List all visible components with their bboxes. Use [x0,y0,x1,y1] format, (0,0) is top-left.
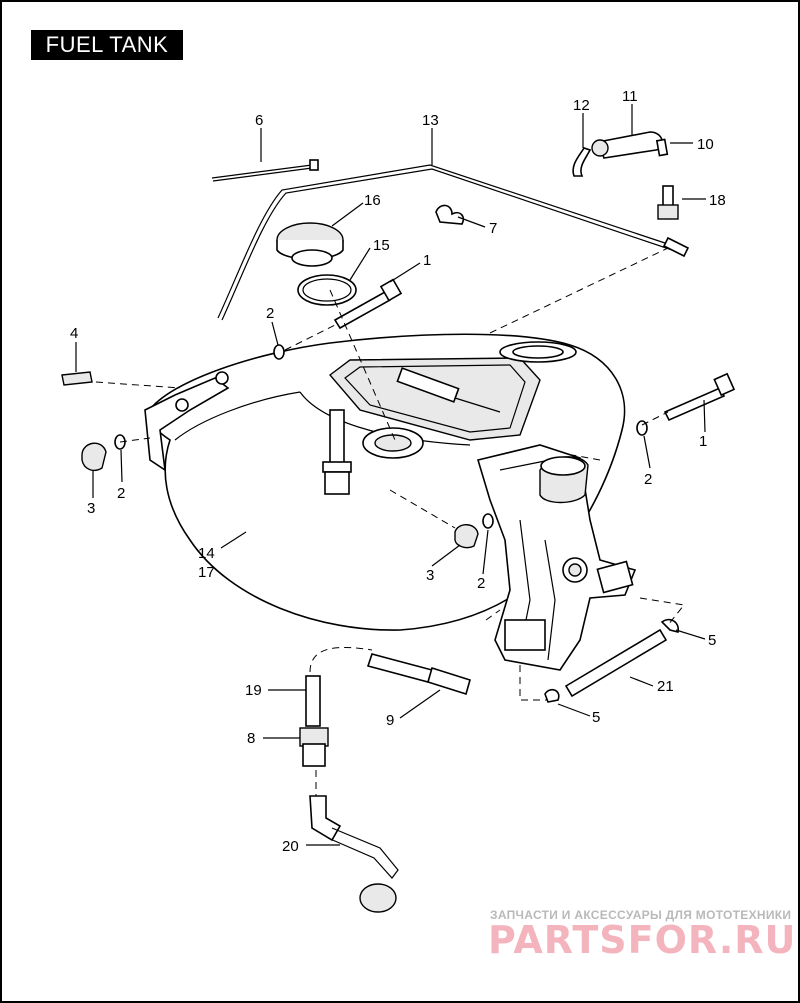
bolt-right [663,372,736,422]
fuel-line-9 [366,653,471,696]
callout-6: 6 [255,112,263,129]
tube-clamp [435,204,465,225]
callout-19: 19 [245,682,262,699]
callout-5-bottom: 5 [592,709,600,726]
washers [114,344,648,529]
callout-2-upper: 2 [266,305,274,322]
callout-17: 17 [198,564,215,581]
callout-2-left: 2 [117,485,125,502]
spring-nut-clip [61,371,93,386]
callout-15: 15 [373,237,390,254]
callout-16: 16 [364,192,381,209]
callout-5-right: 5 [708,632,716,649]
leader-lines [75,104,706,846]
vent-hose-parts [572,131,679,220]
cable-strap [211,159,319,182]
callout-3-mid: 3 [426,567,434,584]
drain-hose-21 [544,618,680,703]
callout-labels: 6 13 12 11 10 18 7 16 15 1 2 4 1 2 2 3 3… [70,88,726,855]
callout-4: 4 [70,325,78,342]
callout-1-upper: 1 [423,252,431,269]
callout-1-right: 1 [699,433,707,450]
callout-8: 8 [247,730,255,747]
callout-7: 7 [489,220,497,237]
alignment-lines [95,247,685,796]
filler-cap [276,222,344,267]
callout-11: 11 [622,88,638,105]
callout-13: 13 [422,112,439,129]
o-ring [297,274,357,306]
watermark-logo: PARTSFOR.RU [488,918,797,962]
watermark-tagline: ЗАПЧАСТИ И АКСЕССУАРЫ ДЛЯ МОТОТЕХНИКИ [490,908,792,922]
filler-neck-assembly [476,444,637,671]
fuel-tank-body [144,333,626,631]
callout-3-left: 3 [87,500,95,517]
callout-14: 14 [198,545,215,562]
vent-tube [217,164,690,321]
callout-18: 18 [709,192,726,209]
callout-10: 10 [697,136,714,153]
callout-2-right: 2 [644,471,652,488]
cap-nuts [81,442,479,549]
callout-2-mid: 2 [477,575,485,592]
callout-12: 12 [573,97,590,114]
page-title: FUEL TANK [31,30,183,60]
bolt-upper [333,278,403,330]
callout-20: 20 [282,838,299,855]
fitting-assembly [299,675,399,913]
callout-21: 21 [657,678,674,695]
callout-9: 9 [386,712,394,729]
